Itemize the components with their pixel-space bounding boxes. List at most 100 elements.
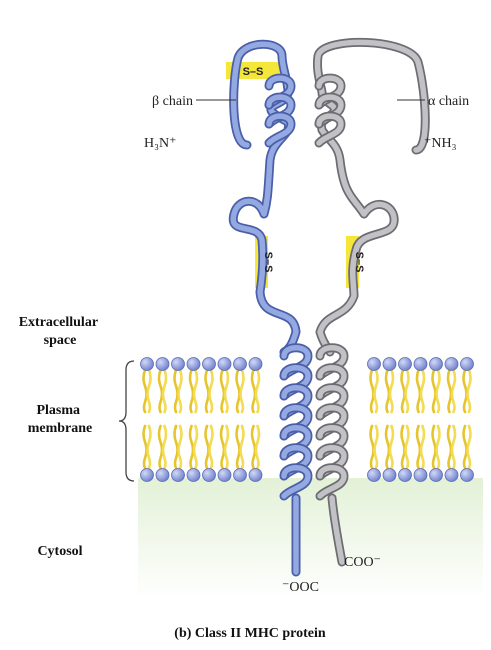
alpha-helix-extracellular — [314, 73, 346, 148]
lipid-tail — [384, 368, 391, 414]
lipid-tail — [208, 424, 214, 470]
beta-chain — [228, 39, 301, 577]
lipid-head — [233, 468, 247, 482]
lipid-tail — [431, 368, 437, 414]
lipid-head — [202, 357, 216, 371]
lipid-head — [171, 468, 185, 482]
beta-helix-extracellular — [264, 73, 296, 148]
lipid-head — [202, 468, 216, 482]
lipid-tail — [446, 424, 453, 470]
extracellular-label-line1: Extracellular — [19, 315, 98, 330]
lipid-tail — [219, 424, 226, 470]
extracellular-label-line2: space — [44, 333, 77, 348]
lipid-head — [382, 357, 397, 371]
lipid-tail — [239, 424, 245, 470]
lipid-head — [413, 468, 428, 482]
lipid-tail — [204, 424, 210, 470]
lipid-head — [398, 468, 412, 482]
helix-turn — [317, 465, 347, 499]
lipid-head — [140, 468, 154, 482]
lipid-tail — [146, 424, 152, 470]
lipid-tail — [208, 368, 214, 414]
lipid-tail — [419, 424, 426, 470]
lipid-tail — [157, 368, 164, 414]
lipid-tail — [415, 424, 422, 470]
alpha-n-terminus-label: ⁺NH₃ — [424, 136, 457, 151]
beta-c-terminus-label: ⁻OOC — [282, 580, 319, 595]
disulfide-label-top: S–S — [243, 66, 264, 78]
lipid-head — [233, 357, 247, 371]
lipid-tail — [161, 424, 168, 470]
lipid-head — [444, 468, 459, 482]
lipid-tail — [400, 368, 406, 414]
lipid-head — [413, 357, 428, 371]
lipid-head — [155, 468, 170, 482]
plasma-membrane-label-line2: membrane — [28, 421, 93, 436]
lipid-tail — [466, 424, 472, 470]
lipid-head — [248, 468, 263, 482]
lipid-head — [186, 468, 201, 482]
lipid-tail — [431, 424, 437, 470]
lipid-tail — [204, 368, 210, 414]
lipid-tail — [415, 368, 422, 414]
plasma-membrane-label-line1: Plasma — [36, 403, 80, 418]
lipid-head — [429, 468, 443, 482]
lipid-tail — [161, 368, 168, 414]
lipid-tail — [235, 424, 241, 470]
disulfide-label-alpha: S–S — [353, 252, 365, 273]
helix-turn — [316, 113, 344, 146]
lipid-tail — [435, 368, 441, 414]
lipid-tail — [192, 368, 199, 414]
alpha-chain-label: α chain — [428, 94, 469, 109]
extracellular-label: Extracellular space — [19, 315, 102, 348]
lipid-tail — [388, 424, 395, 470]
lipid-tail — [146, 368, 152, 414]
lipid-tail — [235, 368, 241, 414]
lipid-head — [460, 468, 474, 482]
lipid-tail — [142, 368, 148, 414]
lipid-tail — [223, 424, 230, 470]
lipid-head — [398, 357, 412, 371]
beta-helix-transmembrane — [279, 343, 313, 501]
alpha-helix-transmembrane — [315, 343, 349, 501]
lipid-tail — [384, 424, 391, 470]
lipid-tail — [404, 368, 410, 414]
lipid-head — [217, 357, 232, 371]
lipid-head — [171, 357, 185, 371]
lipid-head — [186, 357, 201, 371]
lipid-head — [367, 468, 381, 482]
lipid-head — [248, 357, 263, 371]
lipid-tail — [446, 368, 453, 414]
lipid-tail — [450, 424, 457, 470]
helix-turn — [266, 113, 294, 146]
disulfide-label-beta: S–S — [262, 252, 274, 273]
lipid-tail — [462, 424, 468, 470]
lipid-tail — [177, 424, 183, 470]
lipid-head — [460, 357, 474, 371]
lipid-tail — [192, 424, 199, 470]
lipid-head — [367, 357, 381, 371]
lipid-tail — [404, 424, 410, 470]
plasma-membrane-label: Plasma membrane — [28, 403, 93, 436]
alpha-c-terminus-label: COO⁻ — [344, 555, 381, 570]
lipid-tail — [388, 368, 395, 414]
lipid-tail — [157, 424, 164, 470]
lipid-head — [140, 357, 154, 371]
lipid-tail — [177, 368, 183, 414]
lipid-tail — [369, 368, 375, 414]
lipid-tail — [219, 368, 226, 414]
lipid-head — [429, 357, 443, 371]
lipid-tail — [142, 424, 148, 470]
lipid-tail — [400, 424, 406, 470]
lipid-tail — [239, 368, 245, 414]
lipid-tail — [250, 368, 257, 414]
lipid-tail — [466, 368, 472, 414]
cytosol-label: Cytosol — [37, 544, 82, 559]
lipid-tail — [462, 368, 468, 414]
lipid-tail — [373, 368, 379, 414]
lipid-tail — [188, 424, 195, 470]
lipid-head — [155, 357, 170, 371]
lipid-head — [382, 468, 397, 482]
membrane-brace — [118, 360, 135, 482]
